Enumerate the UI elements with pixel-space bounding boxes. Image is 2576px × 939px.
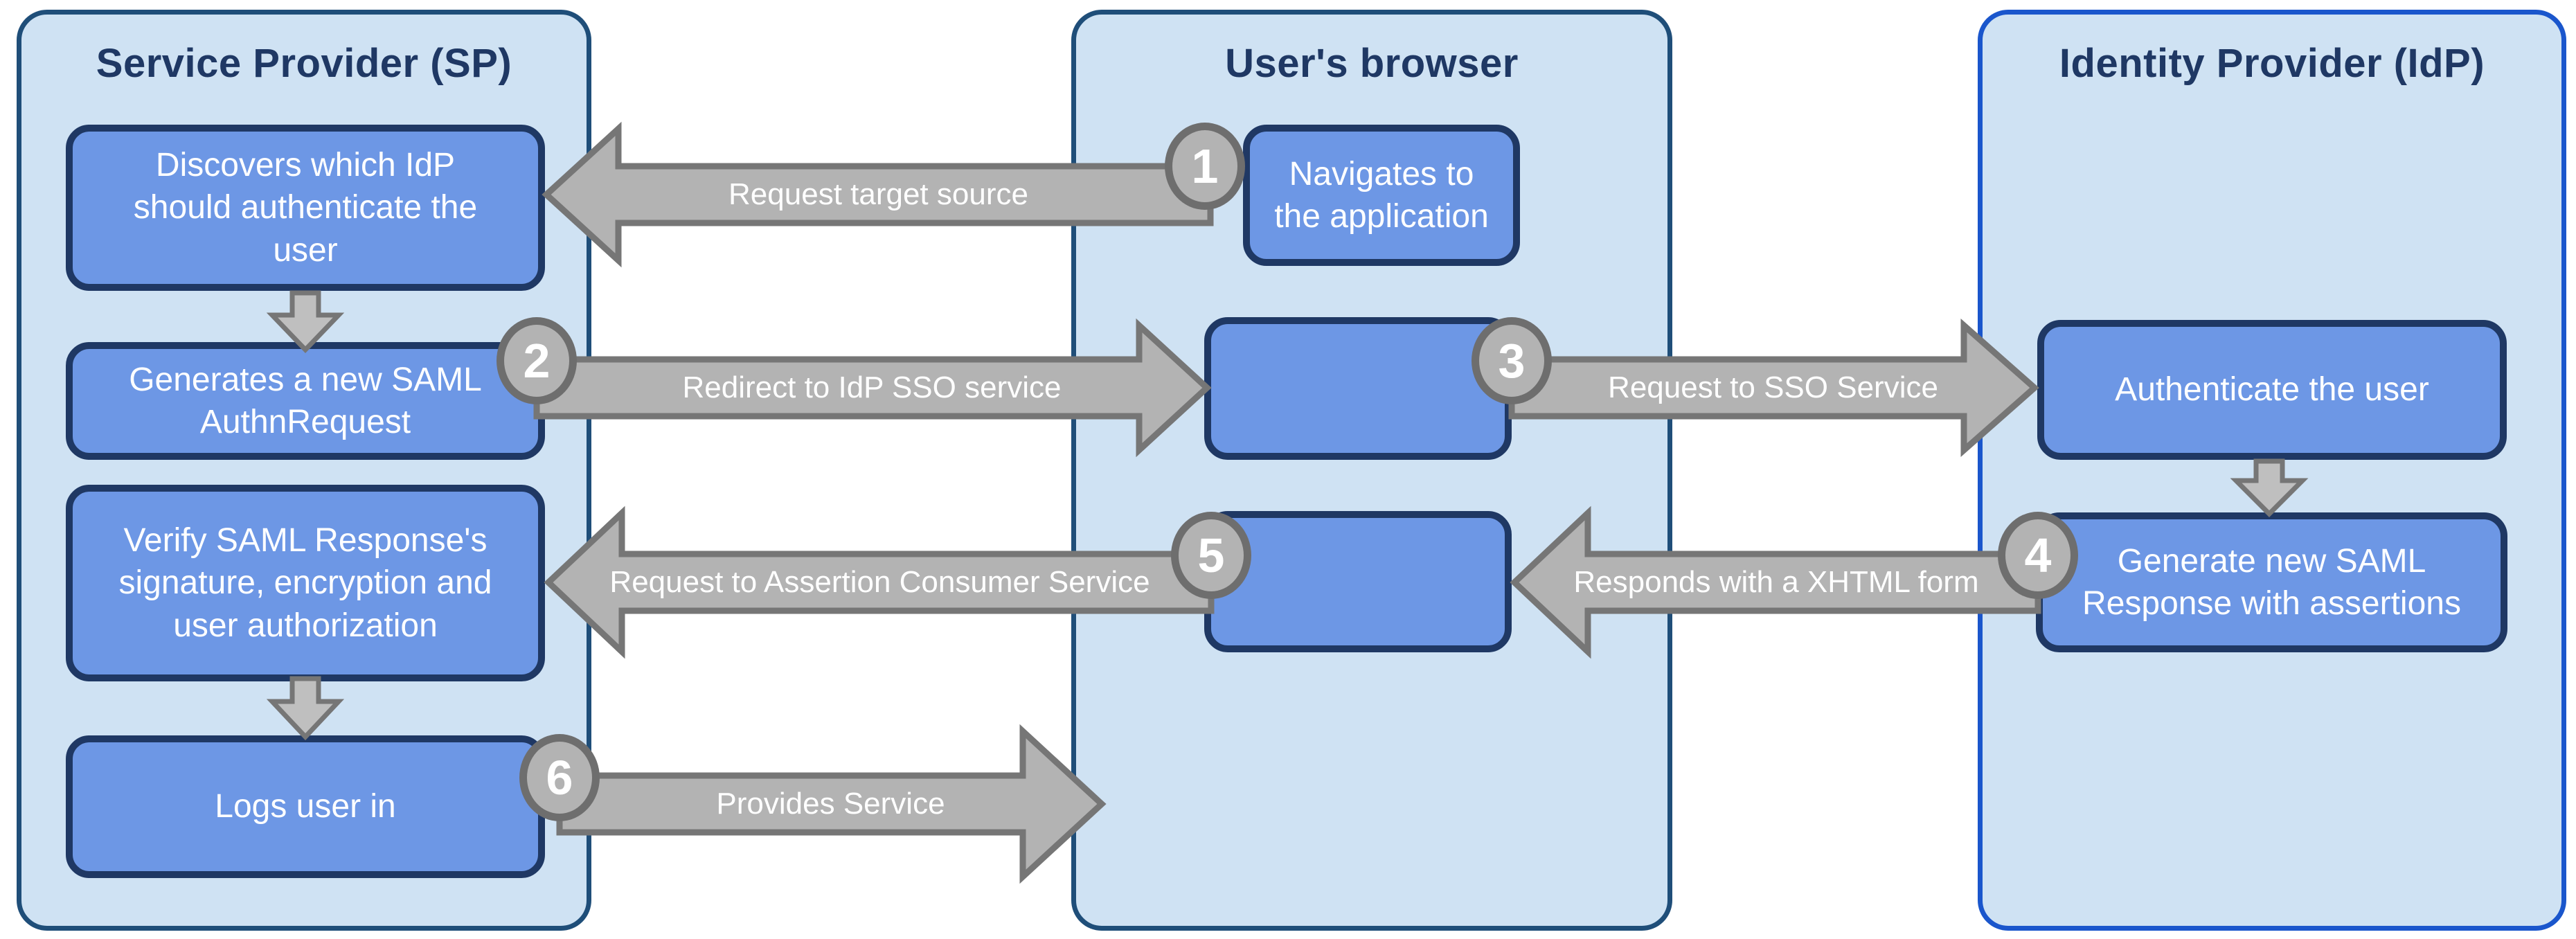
flow-box-logs-user-in: Logs user in	[66, 735, 545, 878]
arrow-label-request-assertion-consumer: Request to Assertion Consumer Service	[609, 565, 1150, 599]
step-badge-4: 4	[1998, 512, 2078, 599]
panel-title-user-browser: User's browser	[1225, 41, 1519, 86]
step-badge-6: 6	[519, 734, 600, 821]
step-badge-5: 5	[1171, 512, 1251, 599]
arrow-label-request-sso-service: Request to SSO Service	[1608, 370, 1938, 404]
arrow-label-responds-xhtml-form: Responds with a XHTML form	[1573, 565, 1979, 599]
flow-box-discovers-idp: Discovers which IdP should authenticate …	[66, 125, 545, 291]
step-badge-1: 1	[1165, 123, 1245, 210]
step-badge-3: 3	[1472, 317, 1552, 404]
arrow-label-provides-service: Provides Service	[716, 787, 945, 821]
arrow-label-request-target-source: Request target source	[728, 177, 1028, 211]
flow-box-navigates-to-application: Navigates to the application	[1243, 125, 1520, 266]
flow-box-generates-authnrequest: Generates a new SAML AuthnRequest	[66, 342, 545, 460]
arrow-label-redirect-idp-sso: Redirect to IdP SSO service	[682, 370, 1062, 404]
flow-box-authenticate-user: Authenticate the user	[2037, 320, 2507, 460]
step-badge-2: 2	[497, 317, 577, 404]
panel-title-identity-provider: Identity Provider (IdP)	[2059, 41, 2485, 86]
flow-box-browser-xhtml-post	[1204, 511, 1512, 652]
flow-box-verify-saml-response: Verify SAML Response's signature, encryp…	[66, 485, 545, 681]
panel-identity-provider	[1978, 10, 2566, 931]
flow-box-browser-sso-redirect	[1204, 317, 1512, 460]
flow-box-generate-saml-response: Generate new SAML Response with assertio…	[2036, 512, 2507, 652]
panel-title-service-provider: Service Provider (SP)	[96, 41, 512, 86]
